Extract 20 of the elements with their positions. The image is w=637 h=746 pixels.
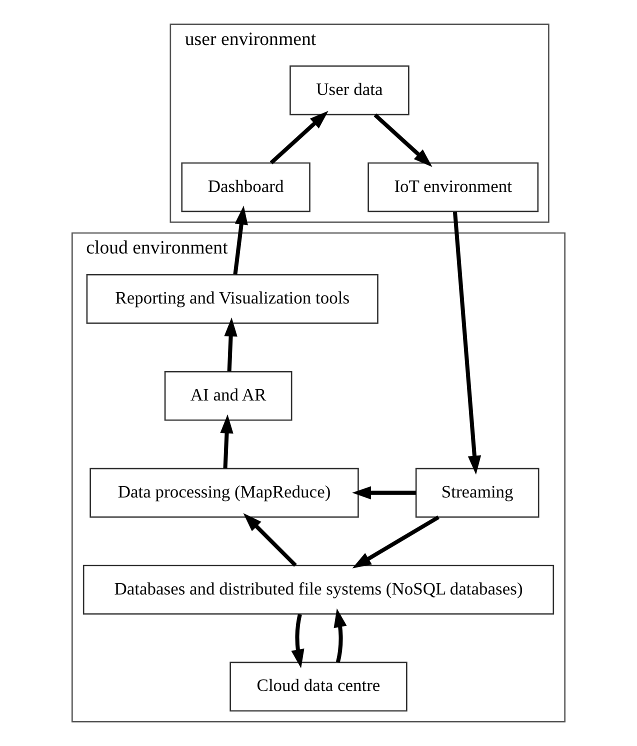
arrow [220,414,234,469]
node-box: IoT environment [368,162,539,212]
arrow [291,614,304,668]
node-box: Cloud data centre [230,662,408,712]
node-box: Dashboard [181,162,310,212]
arrow [270,110,328,164]
arrow [452,212,482,475]
arrow [243,513,297,567]
node-box: Reporting and Visualization tools [86,274,378,324]
node-box: Data processing (MapReduce) [90,468,359,518]
arrow [224,317,238,372]
arrow [352,486,416,500]
node-box: Streaming [415,468,540,518]
arrow [334,608,347,663]
node-box: Databases and distributed file systems (NoSQL databases) [82,564,554,615]
node-box: AI and AR [164,370,292,421]
arrow [352,515,440,568]
arrow [233,206,248,275]
node-box: User data [290,65,410,116]
arrow [374,113,432,167]
